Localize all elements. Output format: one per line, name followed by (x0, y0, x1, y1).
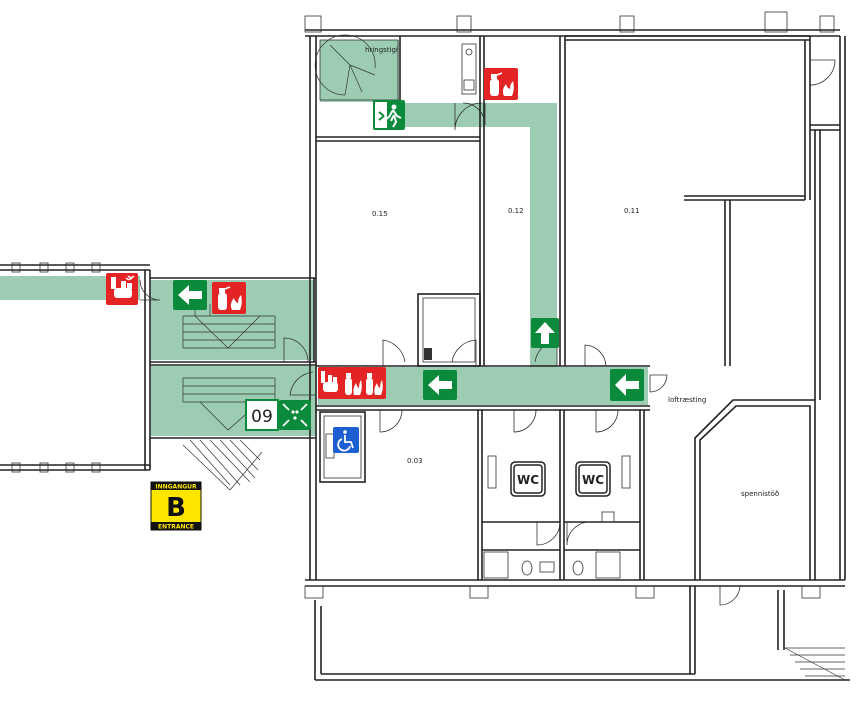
stove-icon (465, 48, 473, 56)
fire-extinguisher-sign-top (484, 68, 518, 100)
room-labels: hringstigi 0.15 0.12 0.11 0.03 loftræsti… (365, 46, 779, 498)
accessible-wc-sign (333, 427, 359, 453)
wc-sign-right: WC (575, 461, 611, 497)
outdoor-steps (182, 439, 263, 491)
shower-left (483, 551, 509, 579)
toilet-right (572, 560, 584, 576)
spiral-stair-area (320, 40, 399, 102)
running-man-exit-icon (384, 104, 402, 128)
doors (139, 59, 836, 606)
exit-arrow-icon (428, 375, 452, 395)
shower-right (595, 551, 621, 579)
fire-alarm-icon (321, 371, 338, 392)
wc-icon: WC (582, 473, 604, 487)
emergency-exit-sign-top[interactable] (373, 100, 405, 130)
exit-arrow-icon (615, 374, 639, 396)
toilet-left (521, 560, 533, 576)
room-label-loftraesting: loftræsting (668, 396, 706, 404)
wc-icon: WC (517, 473, 539, 487)
basin-left (539, 561, 555, 573)
wc-sign-left: WC (510, 461, 546, 497)
entrance-label-bottom: ENTRANCE (158, 524, 194, 531)
assembly-point-sign (279, 400, 311, 430)
urinal-partition-left (487, 455, 497, 489)
fire-alarm-sign-west (106, 273, 138, 305)
basin-right (601, 511, 615, 523)
assembly-number-text: 09 (251, 407, 273, 427)
wheelchair-icon (337, 430, 354, 452)
fire-extinguisher-sign-corridor-2 (362, 367, 386, 399)
fire-alarm-icon (111, 275, 135, 298)
accessible-toilet (325, 433, 335, 459)
route-top-corridor (400, 103, 557, 127)
upper-staircase (182, 304, 276, 349)
urinal-partition-right (621, 455, 631, 489)
exit-arrow-sign-corridor-west[interactable] (423, 370, 457, 400)
entrance-b-sign: INNGANGUR B ENTRANCE (150, 481, 202, 531)
room-label-hringstigi: hringstigi (365, 46, 398, 54)
room-label-spennistod: spennistöð (741, 490, 779, 498)
fire-extinguisher-icon (218, 286, 242, 310)
exit-arrow-icon (178, 285, 202, 305)
room-label-015: 0.15 (372, 210, 388, 218)
exit-arrow-sign-corridor-east[interactable] (610, 369, 644, 401)
fire-alarm-sign-corridor (318, 367, 342, 399)
room-label-003: 0.03 (407, 457, 423, 465)
fire-extinguisher-sign-corridor-1 (341, 367, 363, 399)
exit-arrow-icon (535, 322, 555, 344)
room-label-012: 0.12 (508, 207, 524, 215)
fire-extinguisher-icon (345, 373, 362, 395)
fire-extinguisher-icon (366, 373, 383, 395)
kitchenette (461, 43, 477, 95)
fire-extinguisher-sign-stair (212, 282, 246, 314)
entrance-label-top: INNGANGUR (155, 484, 197, 491)
spiral-staircase (314, 34, 399, 101)
assembly-point-icon (282, 403, 308, 427)
socket-box (424, 348, 432, 360)
walls (0, 11, 850, 681)
annex-steps (784, 647, 846, 681)
entrance-letter: B (166, 493, 186, 523)
sink-icon (463, 79, 475, 91)
assembly-point-number: 09 (245, 399, 279, 431)
exit-arrow-sign-stair[interactable] (173, 280, 207, 310)
room-label-011: 0.11 (624, 207, 640, 215)
exit-arrow-sign-up[interactable] (531, 318, 559, 348)
fire-extinguisher-icon (490, 72, 514, 96)
